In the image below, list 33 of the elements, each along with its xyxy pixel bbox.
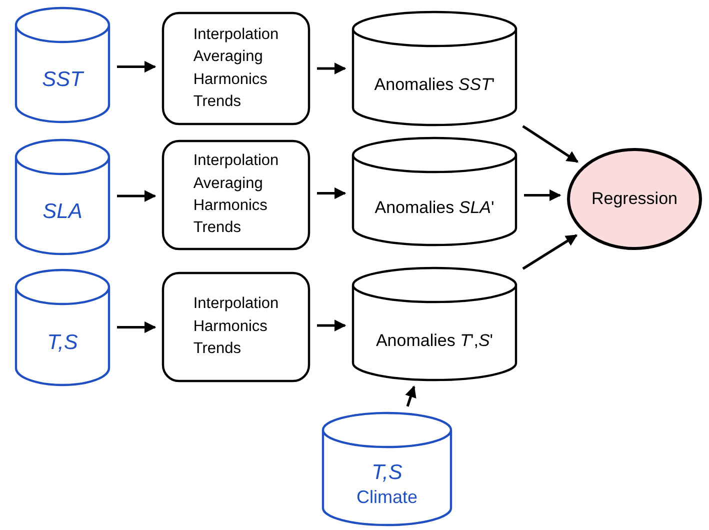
node-label: T,S bbox=[47, 330, 78, 356]
arrow bbox=[117, 60, 156, 73]
result-ellipse bbox=[567, 148, 702, 250]
database-cylinder bbox=[15, 140, 110, 254]
arrow bbox=[317, 320, 346, 332]
node-label: SLA bbox=[42, 199, 82, 226]
node-label: Interpolation Averaging Harmonics Trends bbox=[193, 24, 279, 112]
arrow bbox=[317, 62, 346, 74]
arrow bbox=[522, 125, 579, 163]
arrow bbox=[405, 386, 416, 407]
arrow bbox=[317, 187, 346, 200]
process-box bbox=[162, 272, 310, 382]
database-cylinder bbox=[15, 270, 110, 385]
node-label: T,S bbox=[372, 460, 402, 486]
node-label: Anomalies SLA' bbox=[374, 197, 494, 220]
data-cylinder bbox=[352, 12, 517, 125]
node-sublabel: Climate bbox=[356, 486, 418, 509]
database-cylinder bbox=[15, 8, 110, 122]
arrow bbox=[117, 190, 156, 202]
process-box bbox=[162, 140, 310, 250]
node-label: SST bbox=[42, 67, 83, 94]
arrow bbox=[524, 189, 562, 202]
node-label: Interpolation Averaging Harmonics Trends bbox=[193, 151, 279, 238]
data-cylinder bbox=[352, 138, 517, 245]
process-box bbox=[162, 12, 310, 125]
arrow bbox=[522, 234, 578, 270]
node-label: Anomalies T',S' bbox=[376, 330, 494, 352]
node-label: Interpolation Harmonics Trends bbox=[193, 294, 279, 360]
arrow bbox=[117, 321, 156, 334]
node-label: Regression bbox=[592, 188, 678, 210]
data-cylinder bbox=[352, 268, 517, 380]
database-cylinder bbox=[322, 413, 452, 525]
node-label: Anomalies SST' bbox=[374, 74, 495, 96]
